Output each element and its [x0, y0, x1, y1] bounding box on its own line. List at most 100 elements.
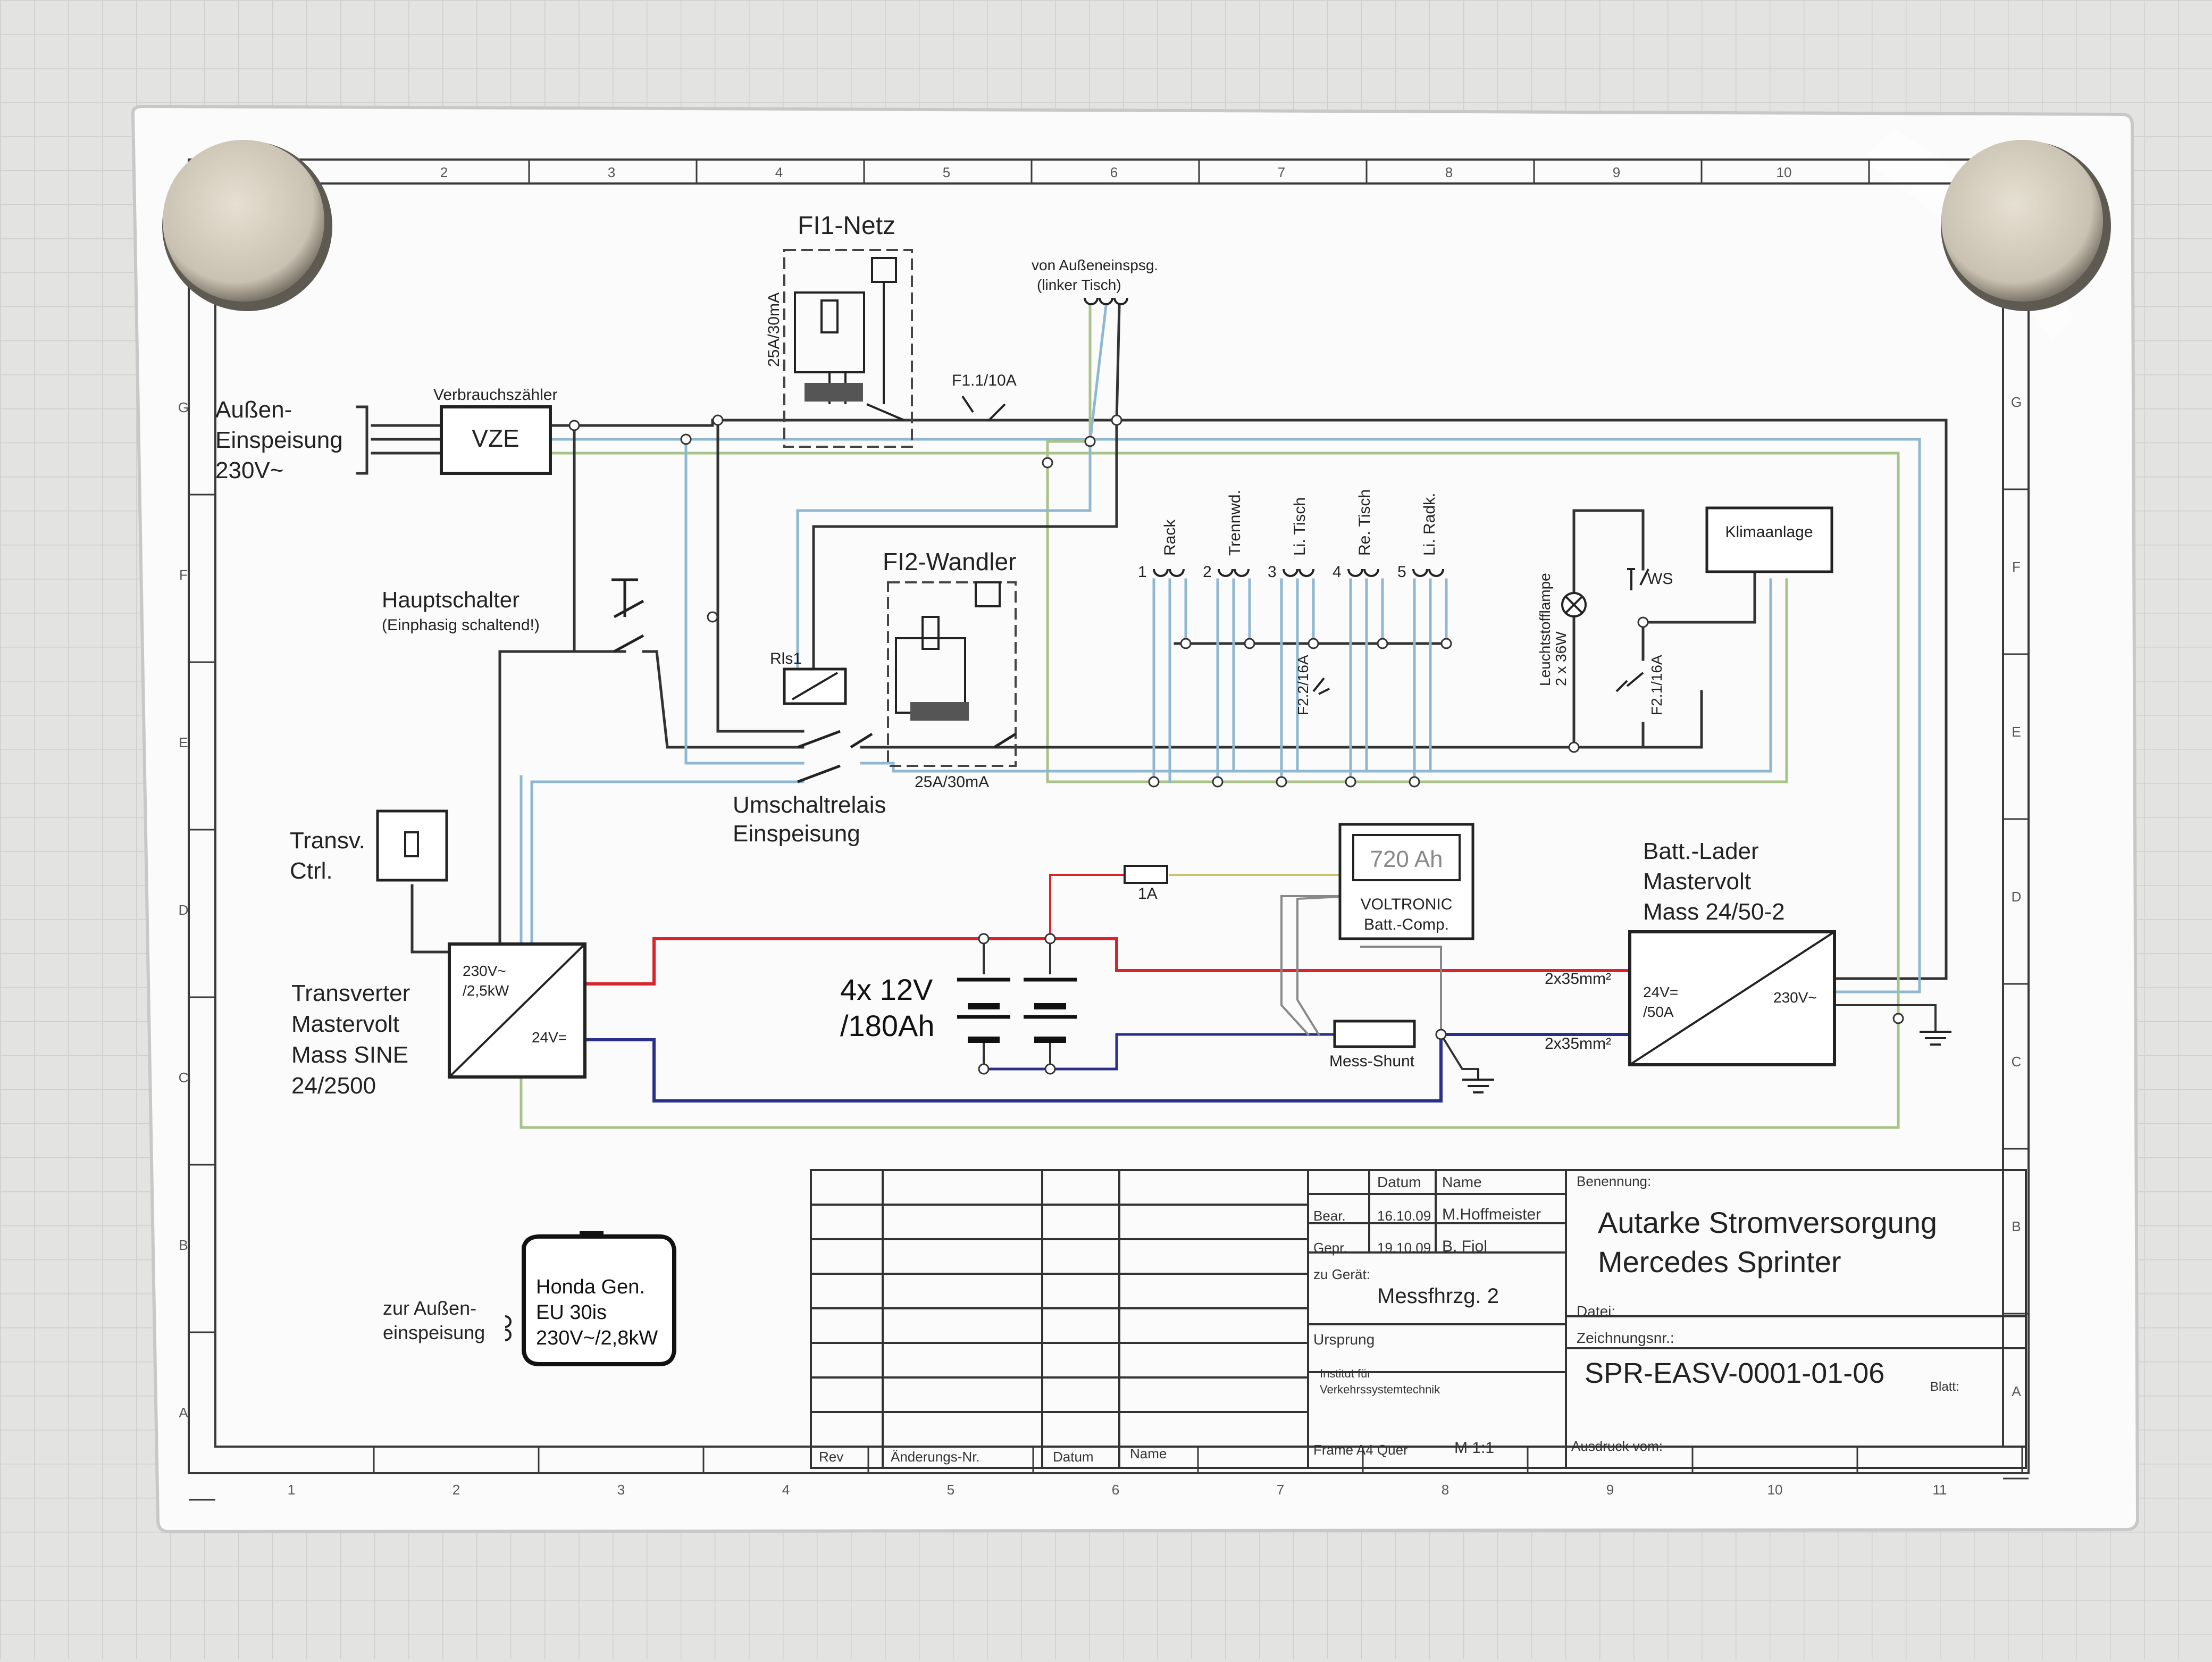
socket-icon	[1347, 569, 1379, 577]
frame-bottom-number: 6	[1112, 1482, 1119, 1498]
external-feed-line2: (linker Tisch)	[1037, 277, 1121, 293]
frame-left-letter: B	[179, 1237, 188, 1253]
tb-zu-geraet-label: zu Gerät:	[1313, 1266, 1370, 1282]
meter-box	[440, 405, 552, 475]
transverter-ac-power: /2,5kW	[463, 982, 509, 999]
frame-bottom-number: 4	[782, 1482, 790, 1498]
drawing-frame-outer	[188, 158, 2030, 1474]
frame-tickmarks	[189, 160, 2029, 1501]
frame-top-number: 3	[608, 164, 615, 180]
frame-left-letter: D	[179, 902, 189, 918]
frame-right-letter: G	[2011, 394, 2022, 410]
junction-dot	[1084, 436, 1096, 447]
voltronic-display-value: 720 Ah	[1370, 846, 1443, 872]
charger-ac: 230V~	[1773, 989, 1817, 1006]
socket-label: Trennwd.	[1226, 490, 1244, 556]
main-switch-symbol	[611, 578, 644, 653]
meter-caption: Verbrauchszähler	[433, 386, 557, 404]
voltronic-line2: Batt.-Comp.	[1364, 916, 1449, 933]
tb-aenderung-label: Änderungs-Nr.	[891, 1449, 980, 1465]
junction-dot	[1892, 1013, 1904, 1024]
transverter-line1: Transverter	[291, 980, 410, 1006]
cable-negative-label: 2x35mm²	[1545, 1035, 1611, 1053]
mains-title-line2: Einspeisung	[215, 427, 343, 453]
main-switch-sublabel: (Einphasig schaltend!)	[382, 616, 540, 634]
junction-dot	[680, 433, 692, 445]
junction-dot	[1568, 741, 1580, 753]
transverter-line3: Mass SINE	[291, 1042, 408, 1068]
fuse-f21-label: F2.1/16A	[1648, 655, 1665, 715]
generator-box	[522, 1234, 676, 1366]
tb-benennung-label: Benennung:	[1577, 1173, 1651, 1189]
frame-bottom-number: 8	[1442, 1482, 1449, 1498]
shunt-label: Mess-Shunt	[1329, 1053, 1415, 1070]
socket-icon	[1283, 569, 1314, 577]
junction-dot	[1440, 638, 1452, 649]
mains-title-line3: 230V~	[215, 457, 283, 483]
charger-dc-current: /50A	[1643, 1004, 1674, 1020]
tb-ursprung-line2: Verkehrssystemtechnik	[1320, 1383, 1440, 1396]
tb-bear-date: 16.10.09	[1377, 1208, 1431, 1224]
frame-bottom-number: 10	[1767, 1482, 1783, 1498]
lamp-cross	[1565, 596, 1583, 614]
tb-gepr-name: B. Fiol	[1442, 1238, 1487, 1255]
external-feed-socket	[1084, 297, 1128, 305]
fuse-f21-symbol	[1615, 672, 1644, 692]
frame-top-number: 5	[943, 164, 950, 180]
frame-right-letter: D	[2012, 889, 2022, 905]
changeover-label-line2: Einspeisung	[733, 821, 860, 847]
fi2-box	[887, 581, 1017, 767]
title-block-grid	[810, 1169, 2027, 1469]
socket-number: 4	[1333, 563, 1342, 581]
generator-side-line2: einspeisung	[383, 1322, 485, 1343]
voltronic-line1: VOLTRONIC	[1361, 896, 1453, 913]
transv-ctrl-line1: Transv.	[290, 828, 365, 854]
charger-line2: Mastervolt	[1643, 868, 1751, 895]
ws-label: WS	[1647, 570, 1673, 588]
fuse-f11-label: F1.1/10A	[952, 372, 1017, 389]
tb-datei-label: Datei:	[1577, 1303, 1615, 1319]
charger-line1: Batt.-Lader	[1643, 838, 1759, 864]
tb-datum2-label: Datum	[1053, 1449, 1094, 1465]
fuse-f22-symbol	[1312, 677, 1330, 695]
socket-label: Rack	[1161, 519, 1179, 556]
socket-label: Li. Tisch	[1291, 497, 1309, 556]
lamp-label-line1: Leuchtstofflampe	[1537, 573, 1553, 686]
tb-bear-label: Bear.	[1313, 1208, 1346, 1224]
generator-line3: 230V~/2,8kW	[536, 1327, 658, 1349]
meter-box-label: VZE	[472, 424, 519, 452]
battery-line1: 4x 12V	[840, 973, 933, 1006]
battery-line2: /180Ah	[840, 1009, 935, 1042]
frame-left-letter: C	[179, 1070, 189, 1085]
frame-left-letter: A	[179, 1405, 188, 1421]
generator-line1: Honda Gen.	[536, 1276, 645, 1298]
generator-handle	[580, 1231, 604, 1239]
frame-top-number: 6	[1110, 164, 1118, 180]
junction-dot	[978, 933, 990, 945]
junction-dot	[1276, 776, 1287, 788]
frame-top-number: 10	[1777, 164, 1792, 180]
frame-bottom-number: 5	[947, 1482, 954, 1498]
tb-gepr-label: Gepr.	[1313, 1240, 1347, 1256]
main-switch-label: Hauptschalter	[382, 587, 520, 612]
junction-dot	[978, 1063, 990, 1075]
tb-ausdruck-label: Ausdruck vom:	[1571, 1438, 1663, 1454]
charger-diagonal	[1629, 931, 1836, 1066]
frame-left-letter: G	[178, 399, 189, 415]
tb-col-datum: Datum	[1377, 1174, 1421, 1190]
frame-right-letter: B	[2012, 1218, 2021, 1234]
frame-top-number: 4	[775, 164, 783, 180]
frame-left-letter: E	[179, 734, 188, 750]
tb-frame-label: Frame A4 Quer	[1313, 1442, 1408, 1458]
fuse-1a-label: 1A	[1138, 885, 1158, 903]
tb-blatt-label: Blatt:	[1930, 1380, 1959, 1394]
fi1-core	[805, 383, 863, 402]
junction-dot	[707, 611, 718, 623]
fi1-box	[783, 249, 913, 448]
tb-scale: M 1:1	[1454, 1439, 1494, 1457]
tb-zu-geraet: Messfhrzg. 2	[1377, 1284, 1499, 1308]
ground-symbol-charger	[1920, 1031, 1951, 1046]
